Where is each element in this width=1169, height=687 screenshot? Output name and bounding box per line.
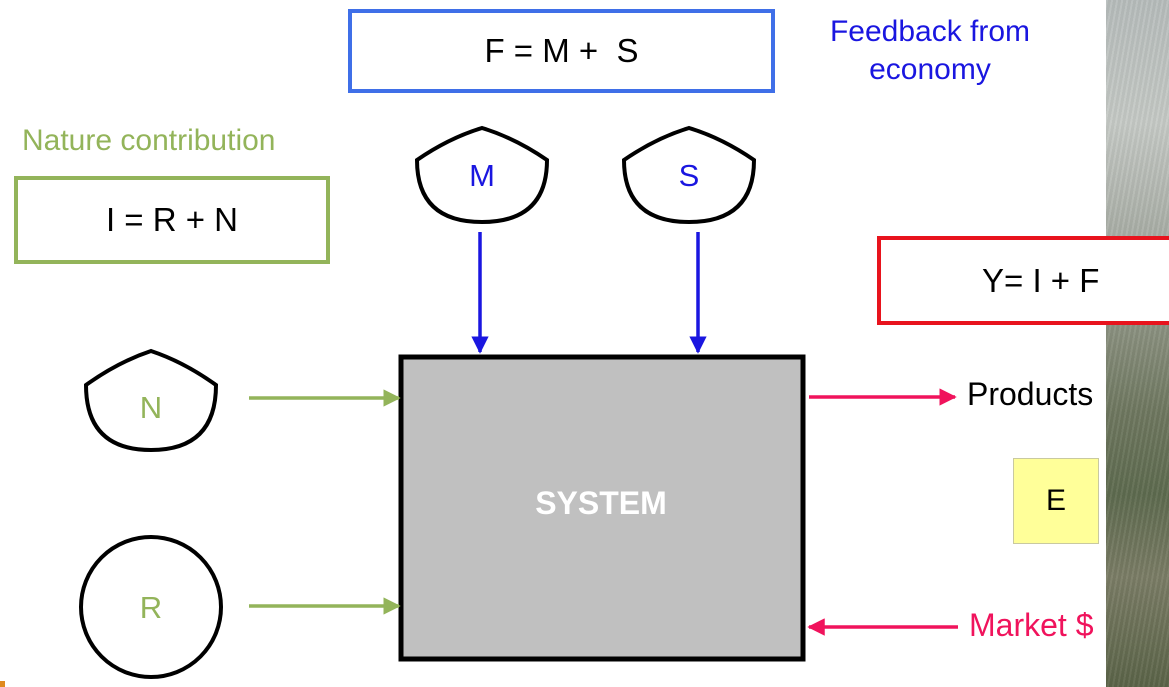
background-photo (1106, 0, 1169, 687)
nature-equation: I = R + N (105, 201, 239, 238)
nature-caption: Nature contribution (22, 124, 276, 157)
source-n-label: N (140, 390, 162, 425)
nature-equation-box: I = R + N (14, 176, 330, 264)
source-s-label: S (679, 158, 700, 193)
source-r-label: R (140, 590, 162, 625)
feedback-caption-line1: Feedback from (829, 15, 1031, 48)
feedback-equation: F = M + S (484, 32, 639, 69)
e-label: E (1045, 484, 1066, 517)
yield-equation-box: Y= I + F (877, 236, 1169, 325)
system-box (398, 354, 806, 662)
feedback-caption-line2: economy (869, 53, 991, 86)
source-m-label: M (469, 158, 495, 193)
feedback-caption: Feedback from economy (800, 13, 1060, 89)
source-s-shape (621, 125, 757, 225)
system-label: SYSTEM (535, 485, 667, 521)
corner-mark (0, 681, 5, 687)
source-r-shape (79, 535, 223, 679)
feedback-equation-box: F = M + S (348, 9, 775, 93)
yield-equation: Y= I + F (982, 261, 1100, 299)
source-n-shape (83, 348, 219, 453)
source-m-shape (414, 125, 550, 225)
products-label: Products (967, 376, 1094, 412)
e-box: E (1013, 458, 1099, 544)
market-label: Market $ (969, 607, 1094, 643)
